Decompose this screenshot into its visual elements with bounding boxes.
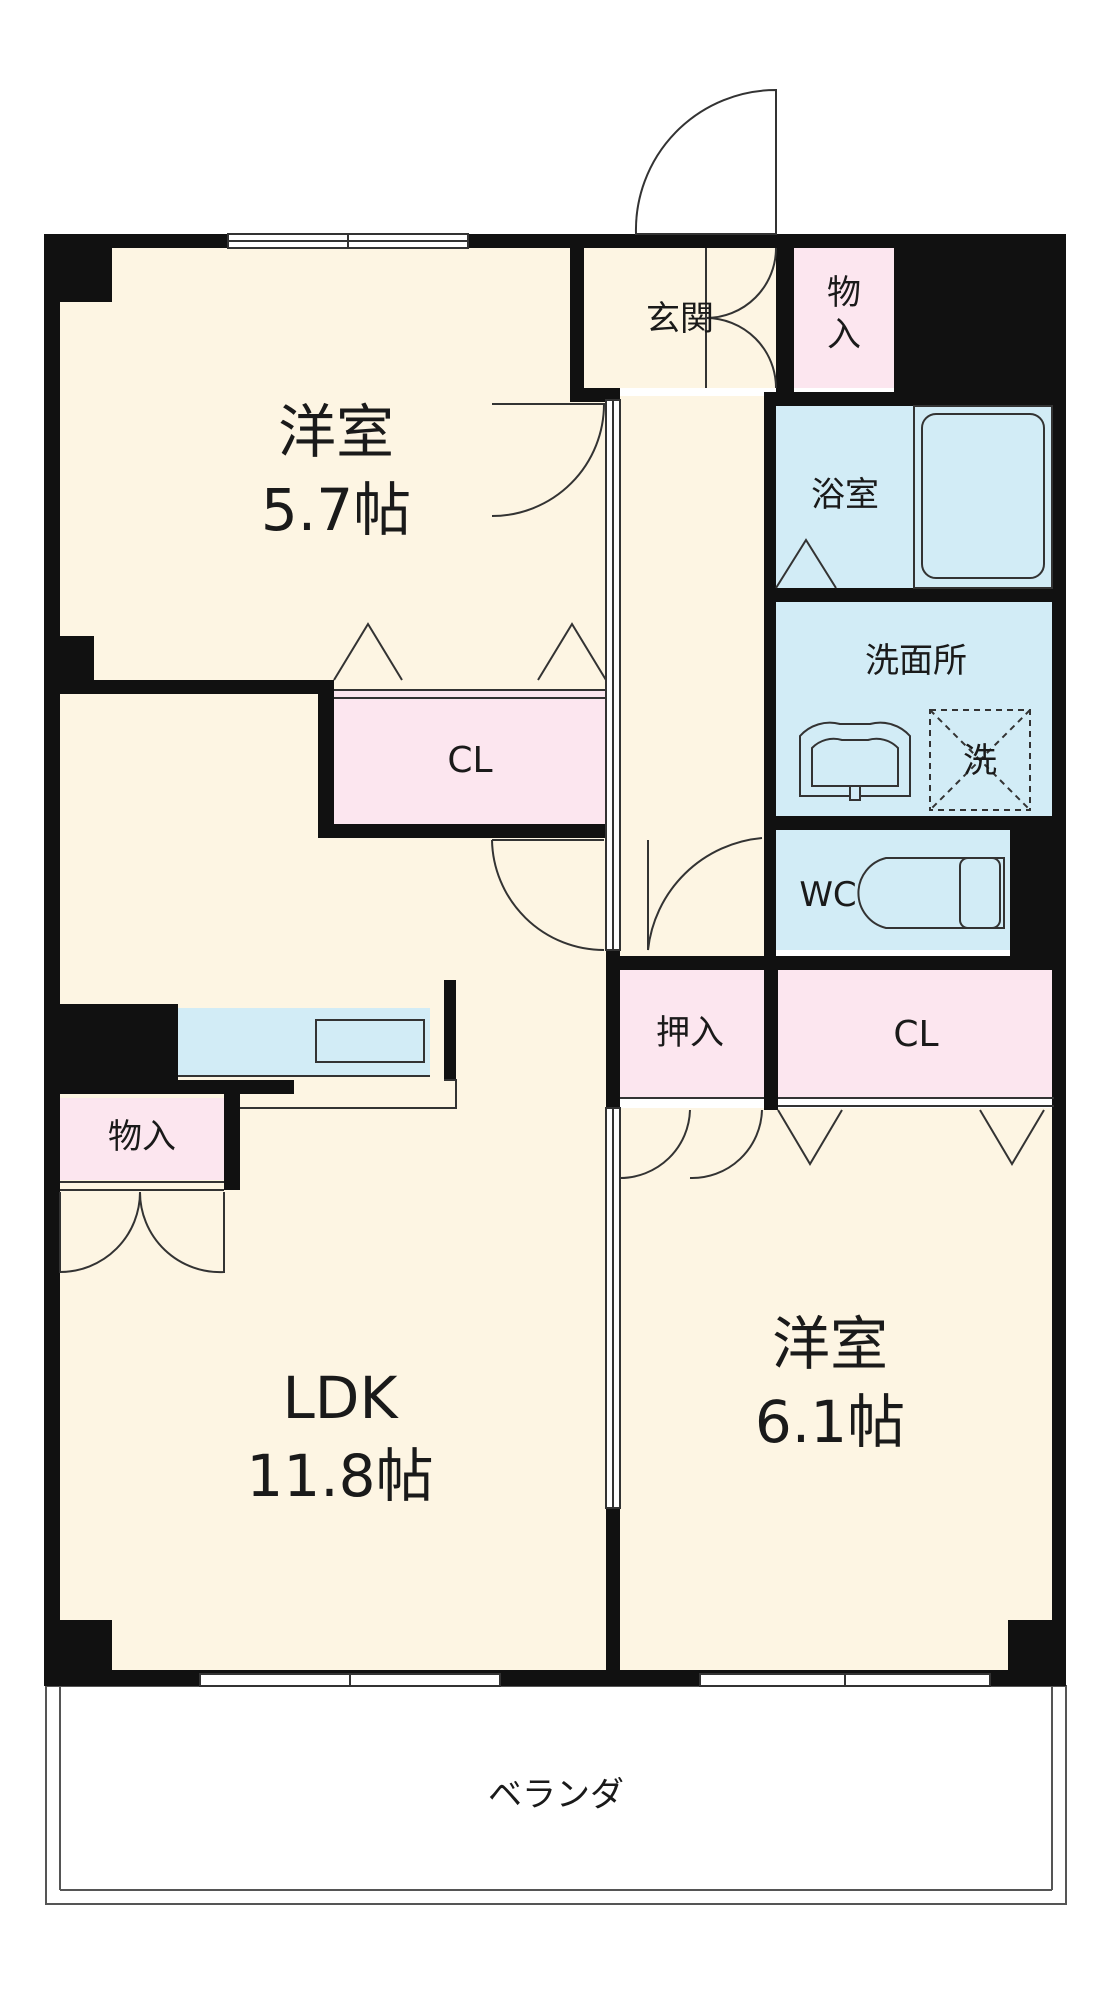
entrance-label: 玄関 — [646, 299, 714, 339]
storage-top-floor — [794, 248, 894, 388]
toilet-label: WC — [799, 875, 856, 915]
washroom-label: 洗面所 — [865, 641, 967, 681]
fixtures — [178, 405, 1053, 1109]
washer-space — [929, 709, 1031, 811]
room-1-size: 5.7帖 — [261, 476, 411, 544]
doors — [59, 88, 1054, 1274]
western-room-2-floor — [620, 1108, 1060, 1670]
bathroom-label: 浴室 — [811, 475, 879, 515]
oshiire-floor — [620, 968, 764, 1098]
closet-2-floor — [778, 968, 1054, 1098]
ldk-name: LDK — [282, 1364, 399, 1432]
sink — [315, 1019, 425, 1063]
balcony-floor — [45, 1685, 1067, 1905]
balcony-label: ベランダ — [488, 1775, 624, 1815]
storage-ldk-floor — [60, 1098, 224, 1180]
hallway-floor — [620, 396, 764, 956]
room-1-name: 洋室 — [278, 398, 394, 466]
ldk-size: 11.8帖 — [246, 1442, 433, 1510]
room-2-name: 洋室 — [772, 1310, 888, 1378]
room-2-size: 6.1帖 — [755, 1388, 905, 1456]
oshiire-label: 押入 — [656, 1013, 724, 1053]
washer-label: 洗 — [963, 741, 997, 781]
closet-1-floor — [334, 690, 606, 824]
closet-2-label: CL — [893, 1014, 938, 1055]
western-room-1-floor — [54, 248, 614, 680]
storage-top-label-1: 物 — [827, 273, 861, 313]
closet-1-label: CL — [447, 740, 492, 781]
storage-top-label-2: 入 — [827, 315, 861, 355]
storage-ldk-label: 物入 — [108, 1117, 176, 1157]
entrance-floor — [584, 248, 776, 388]
windows — [199, 233, 991, 1687]
